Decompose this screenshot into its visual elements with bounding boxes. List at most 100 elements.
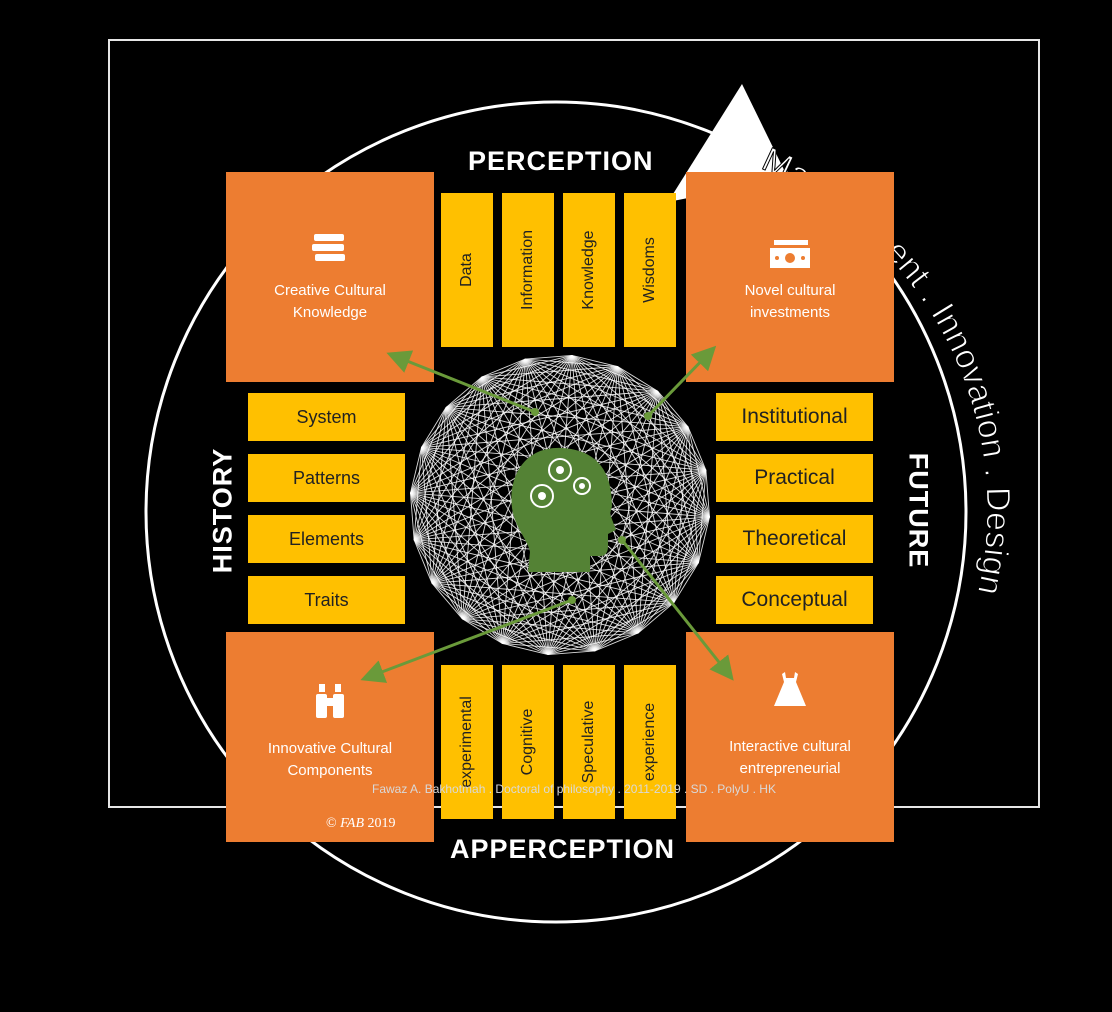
network-line xyxy=(657,390,707,471)
network-line xyxy=(445,355,573,408)
corner-label-line2: investments xyxy=(749,304,831,321)
network-line xyxy=(421,355,573,448)
network-line xyxy=(481,358,526,378)
network-line xyxy=(462,602,674,620)
network-line xyxy=(525,355,573,360)
network-line xyxy=(617,366,707,471)
network-line xyxy=(673,426,689,603)
network-line xyxy=(421,376,483,448)
network-line xyxy=(446,390,658,408)
network-line xyxy=(481,376,707,471)
network-line xyxy=(594,632,639,652)
network-line xyxy=(431,407,447,584)
network-line xyxy=(637,470,707,634)
network-line xyxy=(525,358,618,367)
network-line xyxy=(571,355,618,367)
network-line xyxy=(410,492,463,620)
corner-label-line1: Innovative Cultural xyxy=(267,740,393,757)
dress-icon xyxy=(772,672,808,713)
network-line xyxy=(445,407,463,619)
bar-label: Theoretical xyxy=(742,527,847,550)
network-line xyxy=(431,582,549,655)
perception-bar-knowledge: Knowledge xyxy=(563,193,615,347)
copyright: © FAB 2019 xyxy=(326,816,396,832)
corner-label-line1: Creative Cultural xyxy=(274,282,386,299)
network-line xyxy=(698,470,707,563)
network-line xyxy=(445,358,526,408)
network-line xyxy=(462,618,503,644)
network-line xyxy=(502,562,699,644)
network-line xyxy=(421,358,526,448)
footer-credit: Fawaz A. Bakhotmah . Doctoral of philoso… xyxy=(372,782,776,796)
network-line xyxy=(462,618,595,652)
network-line xyxy=(421,390,658,448)
network-line xyxy=(446,406,689,428)
network-line xyxy=(410,355,573,494)
corner-top-right: Novel cultural investments xyxy=(686,172,894,382)
corner-label-line1: Novel cultural xyxy=(744,282,836,299)
arrow-to-top-left xyxy=(386,350,536,414)
network-line xyxy=(502,632,639,644)
network-line xyxy=(673,470,707,603)
history-bar-elements: Elements xyxy=(248,515,405,563)
history-bar-system: System xyxy=(248,393,405,441)
outer-circle xyxy=(144,100,968,924)
network-line xyxy=(410,492,415,540)
network-line xyxy=(547,516,710,655)
network-line xyxy=(673,562,699,603)
corner-label-line2: Knowledge xyxy=(292,304,368,321)
network-line xyxy=(431,582,463,620)
network-line xyxy=(413,539,596,652)
title-perception: PERCEPTION xyxy=(468,146,654,176)
copyright-brand: FAB xyxy=(340,816,364,831)
network-line xyxy=(461,376,483,619)
binoculars-icon xyxy=(316,684,344,723)
apperception-bar-experience: experience xyxy=(624,665,676,819)
network-line xyxy=(445,376,483,408)
copyright-symbol: © xyxy=(326,816,337,831)
network-line xyxy=(421,426,689,448)
head-gears-icon xyxy=(511,447,616,572)
network-line xyxy=(421,407,447,448)
future-bar-institutional: Institutional xyxy=(716,393,873,441)
network-line xyxy=(445,366,618,408)
network-line xyxy=(705,470,710,518)
network-line xyxy=(410,390,658,494)
bar-label: Patterns xyxy=(292,467,361,488)
network-line xyxy=(413,358,526,541)
network-line xyxy=(547,426,689,655)
apperception-bar-cognitive: Cognitive xyxy=(502,665,554,819)
network-line xyxy=(525,358,658,392)
network-line xyxy=(594,562,699,652)
network-line xyxy=(637,516,710,634)
network-line xyxy=(410,376,483,494)
network-line xyxy=(617,366,689,428)
network-line xyxy=(571,355,707,471)
network-line xyxy=(637,391,659,634)
network-line xyxy=(413,376,483,540)
network-line xyxy=(617,366,699,563)
network-line xyxy=(524,358,707,471)
network-line xyxy=(445,406,707,471)
bar-label: Traits xyxy=(304,589,349,610)
network-line xyxy=(431,376,483,584)
network-line xyxy=(431,358,526,584)
network-line xyxy=(413,539,433,584)
network-line xyxy=(421,447,433,584)
bar-label: System xyxy=(296,406,357,427)
network-line xyxy=(657,391,675,603)
corner-label-line2: Components xyxy=(287,762,373,779)
network-line xyxy=(410,358,526,494)
network-line xyxy=(698,516,710,563)
network-line xyxy=(547,650,595,655)
network-line xyxy=(571,355,710,518)
apperception-bar-speculative: Speculative xyxy=(563,665,615,819)
arrow-to-top-right xyxy=(646,345,717,418)
network-line xyxy=(431,582,639,634)
network-line xyxy=(481,355,573,378)
network-line xyxy=(413,355,573,541)
network-line xyxy=(481,376,689,428)
network-line xyxy=(413,447,422,540)
network-line xyxy=(571,355,689,428)
